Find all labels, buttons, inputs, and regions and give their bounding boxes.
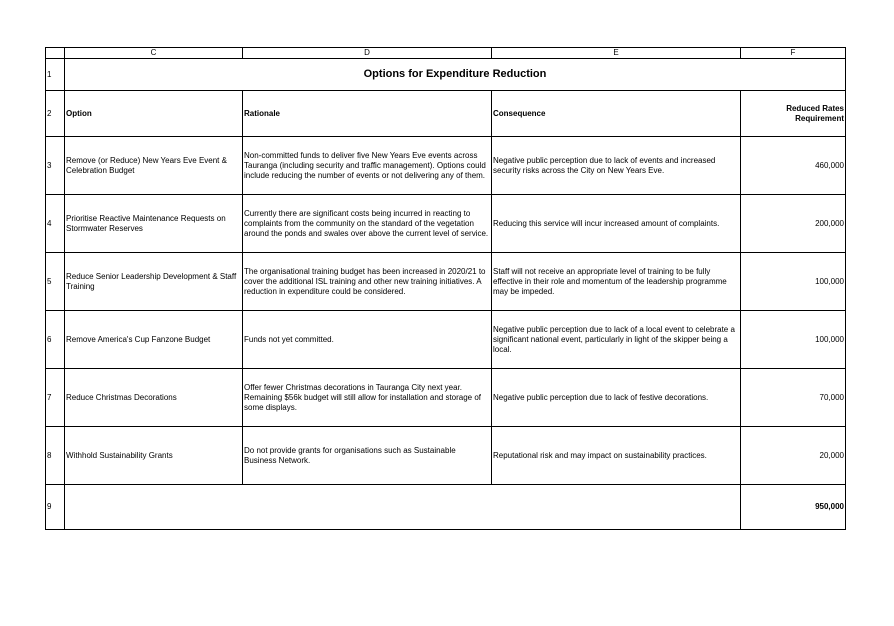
expenditure-reduction-table: C D E F 1 Options for Expenditure Reduct…: [45, 47, 846, 530]
column-header-d[interactable]: D: [242, 47, 492, 59]
table-row: 4 Prioritise Reactive Maintenance Reques…: [45, 194, 846, 253]
consequence-cell[interactable]: Negative public perception due to lack o…: [491, 368, 741, 427]
option-cell[interactable]: Remove America's Cup Fanzone Budget: [64, 310, 243, 369]
row-number-1[interactable]: 1: [45, 58, 65, 91]
table-row: 7 Reduce Christmas Decorations Offer few…: [45, 368, 846, 427]
total-row: 9 950,000: [45, 484, 846, 530]
rationale-cell[interactable]: Do not provide grants for organisations …: [242, 426, 492, 485]
total-amount-cell[interactable]: 950,000: [740, 484, 846, 530]
table-row: 6 Remove America's Cup Fanzone Budget Fu…: [45, 310, 846, 369]
amount-cell[interactable]: 200,000: [740, 194, 846, 253]
consequence-cell[interactable]: Reputational risk and may impact on sust…: [491, 426, 741, 485]
row-number-6[interactable]: 6: [45, 310, 65, 369]
row-number-9[interactable]: 9: [45, 484, 65, 530]
column-header-row: C D E F: [45, 47, 846, 59]
consequence-cell[interactable]: Negative public perception due to lack o…: [491, 310, 741, 369]
rationale-cell[interactable]: Funds not yet committed.: [242, 310, 492, 369]
row-number-3[interactable]: 3: [45, 136, 65, 195]
amount-cell[interactable]: 460,000: [740, 136, 846, 195]
header-row: 2 Option Rationale Consequence Reduced R…: [45, 90, 846, 137]
rationale-cell[interactable]: Offer fewer Christmas decorations in Tau…: [242, 368, 492, 427]
consequence-cell[interactable]: Staff will not receive an appropriate le…: [491, 252, 741, 311]
table-row: 3 Remove (or Reduce) New Years Eve Event…: [45, 136, 846, 195]
header-reduced-line2: Requirement: [795, 113, 844, 123]
amount-cell[interactable]: 100,000: [740, 252, 846, 311]
amount-cell[interactable]: 20,000: [740, 426, 846, 485]
option-cell[interactable]: Reduce Senior Leadership Development & S…: [64, 252, 243, 311]
header-reduced-line1: Reduced Rates: [786, 103, 844, 113]
table-row: 8 Withhold Sustainability Grants Do not …: [45, 426, 846, 485]
rationale-cell[interactable]: Currently there are significant costs be…: [242, 194, 492, 253]
amount-cell[interactable]: 100,000: [740, 310, 846, 369]
rationale-cell[interactable]: The organisational training budget has b…: [242, 252, 492, 311]
consequence-cell[interactable]: Reducing this service will incur increas…: [491, 194, 741, 253]
column-header-f[interactable]: F: [740, 47, 846, 59]
row-number-4[interactable]: 4: [45, 194, 65, 253]
table-title[interactable]: Options for Expenditure Reduction: [64, 58, 846, 91]
amount-cell[interactable]: 70,000: [740, 368, 846, 427]
rationale-cell[interactable]: Non-committed funds to deliver five New …: [242, 136, 492, 195]
header-rationale[interactable]: Rationale: [242, 90, 492, 137]
option-cell[interactable]: Prioritise Reactive Maintenance Requests…: [64, 194, 243, 253]
option-cell[interactable]: Reduce Christmas Decorations: [64, 368, 243, 427]
row-number-7[interactable]: 7: [45, 368, 65, 427]
row-number-5[interactable]: 5: [45, 252, 65, 311]
option-cell[interactable]: Remove (or Reduce) New Years Eve Event &…: [64, 136, 243, 195]
option-cell[interactable]: Withhold Sustainability Grants: [64, 426, 243, 485]
header-consequence[interactable]: Consequence: [491, 90, 741, 137]
total-label-cell[interactable]: [64, 484, 741, 530]
header-option[interactable]: Option: [64, 90, 243, 137]
row-number-8[interactable]: 8: [45, 426, 65, 485]
corner-cell[interactable]: [45, 47, 65, 59]
title-row: 1 Options for Expenditure Reduction: [45, 58, 846, 91]
table-row: 5 Reduce Senior Leadership Development &…: [45, 252, 846, 311]
column-header-c[interactable]: C: [64, 47, 243, 59]
column-header-e[interactable]: E: [491, 47, 741, 59]
consequence-cell[interactable]: Negative public perception due to lack o…: [491, 136, 741, 195]
row-number-2[interactable]: 2: [45, 90, 65, 137]
